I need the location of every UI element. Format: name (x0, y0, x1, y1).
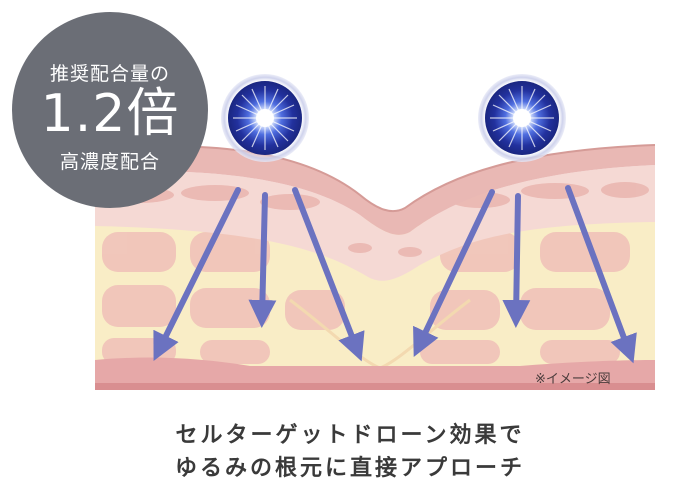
arrows (153, 185, 637, 364)
arrow-icon (502, 193, 531, 328)
arrow-icon (292, 187, 365, 362)
caption-line-2: ゆるみの根元に直接アプローチ (174, 456, 525, 481)
base-tissue (95, 357, 655, 390)
caption-line-1: セルターゲットドローン効果で (175, 423, 525, 448)
epidermis-layer (95, 145, 655, 235)
badge-line-3: 高濃度配合 (59, 151, 160, 173)
glowing-blue-sphere-icon (478, 74, 566, 162)
base-tissue-bottom (95, 383, 655, 390)
badge-line-2: 1.2倍 (40, 84, 180, 144)
arrow-icon (413, 189, 495, 358)
image-note: ※イメージ図 (535, 372, 611, 387)
glowing-blue-sphere-icon (221, 74, 309, 162)
badge-line-1: 推奨配合量の (49, 63, 170, 85)
arrow-icon (248, 192, 277, 328)
arrow-icon (153, 187, 241, 361)
arrow-icon (565, 185, 637, 364)
concentration-badge: 推奨配合量の 1.2倍 高濃度配合 (12, 12, 208, 208)
